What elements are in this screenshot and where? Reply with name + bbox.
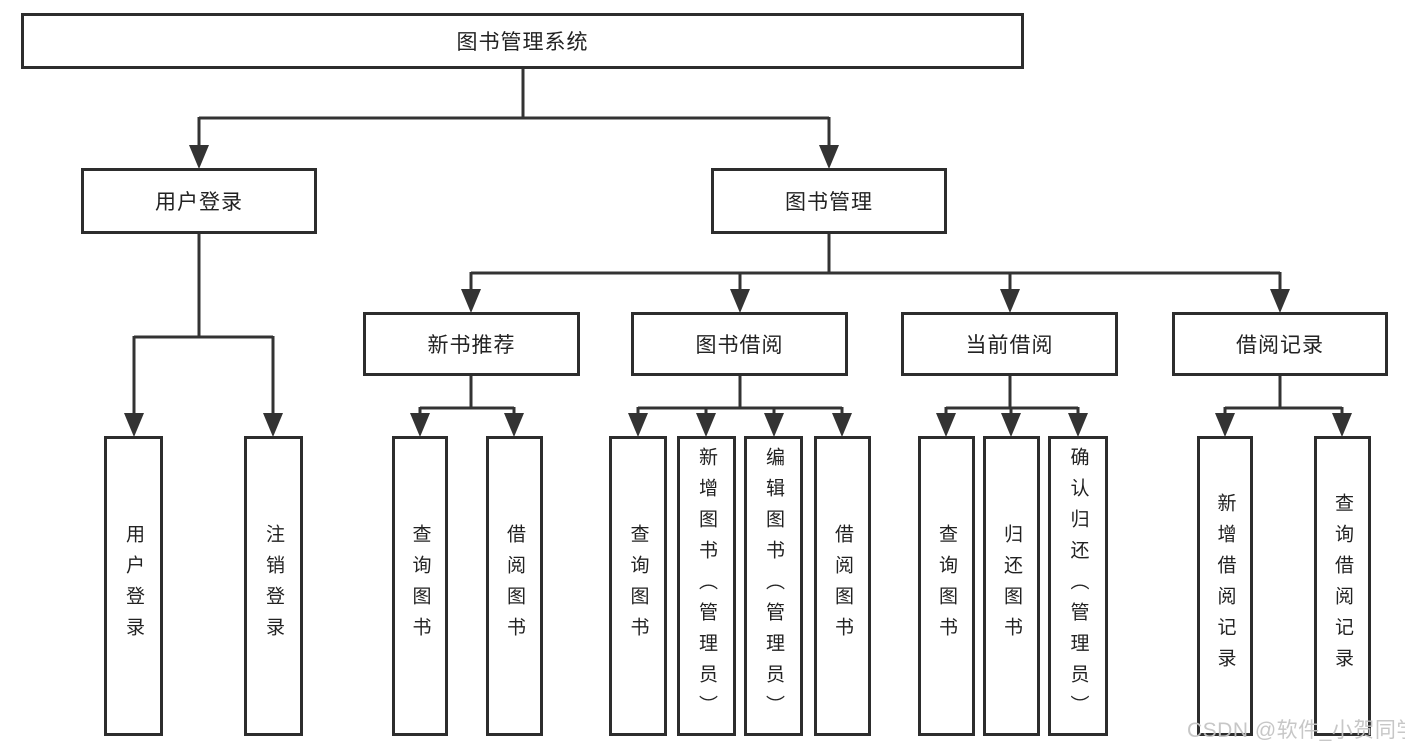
node-label: 图书借阅 <box>695 334 784 357</box>
node-current-borrowing: 当前借阅 <box>901 312 1118 376</box>
node-label: 用户登录 <box>155 191 243 214</box>
node-label: 图书管理 <box>785 191 873 214</box>
leaf-user-login: 用户登录 <box>104 436 163 736</box>
leaf-cb-return-books: 归还图书 <box>983 436 1040 736</box>
node-label: 编辑图书（管理员） <box>763 446 784 726</box>
node-label: 查询借阅记录 <box>1332 493 1353 679</box>
node-label: 新书推荐 <box>427 334 516 357</box>
node-borrowing-records: 借阅记录 <box>1172 312 1388 376</box>
leaf-cb-confirm-return-admin: 确认归还（管理员） <box>1048 436 1108 736</box>
arrowheads <box>124 145 1352 437</box>
leaf-br-add-borrow-record: 新增借阅记录 <box>1197 436 1253 736</box>
leaf-bb-add-books-admin: 新增图书（管理员） <box>677 436 736 736</box>
node-user-login: 用户登录 <box>81 168 317 234</box>
node-library-management-system: 图书管理系统 <box>21 13 1024 69</box>
node-label: 新增借阅记录 <box>1214 493 1236 679</box>
leaf-bb-borrow-books: 借阅图书 <box>814 436 871 736</box>
leaf-br-query-borrow-record: 查询借阅记录 <box>1314 436 1371 736</box>
node-label: 当前借阅 <box>965 334 1054 357</box>
node-label: 借阅记录 <box>1236 334 1324 357</box>
node-label: 图书管理系统 <box>456 31 589 54</box>
leaf-nbr-query-books: 查询图书 <box>392 436 448 736</box>
node-label: 新增图书（管理员） <box>696 446 717 726</box>
node-label: 用户登录 <box>123 524 144 648</box>
node-label: 查询图书 <box>936 524 957 648</box>
node-label: 注销登录 <box>263 524 284 648</box>
node-label: 借阅图书 <box>832 524 853 648</box>
leaf-bb-edit-books-admin: 编辑图书（管理员） <box>744 436 803 736</box>
node-label: 查询图书 <box>409 524 431 648</box>
leaf-cb-query-books: 查询图书 <box>918 436 975 736</box>
node-label: 借阅图书 <box>504 524 525 648</box>
leaf-nbr-borrow-books: 借阅图书 <box>486 436 543 736</box>
leaf-logout: 注销登录 <box>244 436 303 736</box>
leaf-bb-query-books: 查询图书 <box>609 436 667 736</box>
node-label: 确认归还（管理员） <box>1067 446 1089 726</box>
node-book-management: 图书管理 <box>711 168 947 234</box>
node-label: 归还图书 <box>1001 524 1022 648</box>
node-book-borrowing: 图书借阅 <box>631 312 848 376</box>
watermark: CSDN @软件_小贺同学 <box>1187 719 1405 742</box>
node-label: 查询图书 <box>627 524 649 648</box>
node-new-book-recommendation: 新书推荐 <box>363 312 580 376</box>
